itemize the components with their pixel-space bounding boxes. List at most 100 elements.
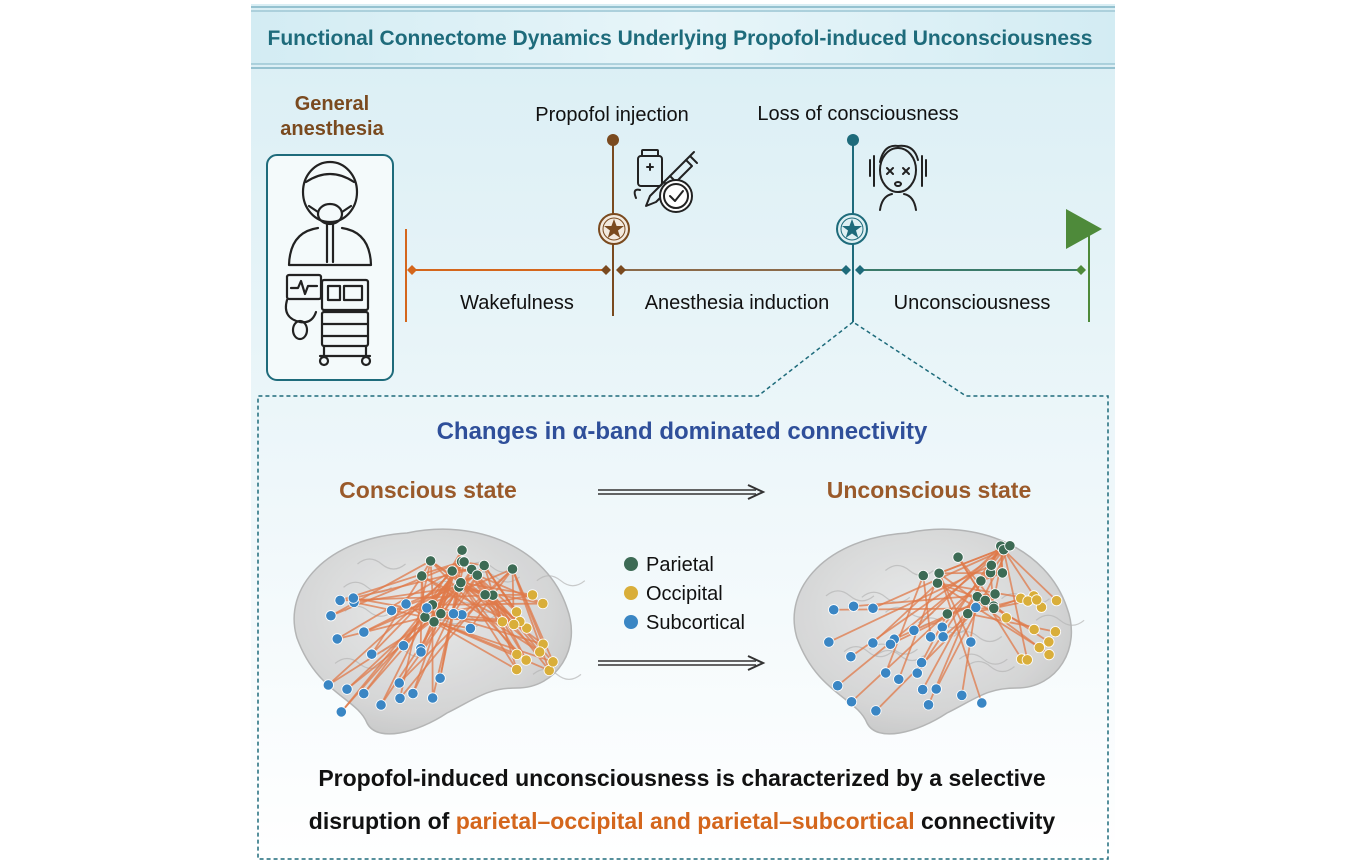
connectivity-heading: Changes in α-band dominated connectivity xyxy=(437,418,928,445)
occipital-node xyxy=(508,618,520,631)
subcortical-node xyxy=(341,683,353,695)
parietal-node xyxy=(988,602,1000,614)
transition-arrow-bottom xyxy=(598,655,766,671)
connectivity-edge xyxy=(967,612,1056,633)
subcortical-node xyxy=(400,598,412,610)
subcortical-node xyxy=(956,689,968,701)
title-band: Functional Connectome Dynamics Underlyin… xyxy=(251,6,1115,69)
region-legend: Parietal Occipital Subcortical xyxy=(624,554,745,634)
parietal-node xyxy=(458,556,470,568)
subcortical-node xyxy=(335,706,347,718)
subcortical-node xyxy=(845,651,857,663)
connectivity-edge xyxy=(1003,549,1058,602)
parietal-node xyxy=(989,588,1001,600)
transition-arrow-top xyxy=(598,484,766,500)
connectivity-edge xyxy=(993,605,1050,643)
phase-bracket-unconsciousness xyxy=(855,265,1086,275)
subcortical-node xyxy=(828,604,840,616)
occipital-node xyxy=(537,597,549,610)
parietal-node xyxy=(941,608,953,620)
legend-swatch-subcortical xyxy=(624,615,638,629)
connectivity-edge xyxy=(339,560,462,602)
occipital-node xyxy=(547,656,559,668)
connectivity-edge xyxy=(938,572,983,704)
occipital-node xyxy=(1000,612,1012,624)
connectivity-edge xyxy=(337,616,426,640)
occipital-node xyxy=(1049,626,1062,638)
brain-gyrus-texture xyxy=(843,646,893,658)
parietal-node xyxy=(996,567,1009,579)
unconsciousness-label: Unconsciousness xyxy=(894,292,1051,314)
parietal-node xyxy=(456,544,468,556)
subcortical-node xyxy=(823,636,835,648)
legend-label-parietal: Parietal xyxy=(646,554,714,576)
subcortical-node xyxy=(366,648,378,660)
anesthesia-induction-label: Anesthesia induction xyxy=(645,292,830,314)
subcortical-node xyxy=(832,680,844,692)
subcortical-node xyxy=(870,705,882,717)
brain-gyrus-texture xyxy=(825,590,875,602)
brain-gyrus-texture xyxy=(1035,614,1085,626)
connectivity-edge xyxy=(419,575,423,649)
propofol-event-dot xyxy=(607,134,619,146)
zoom-connector xyxy=(257,321,1109,860)
brain-gyrus-texture xyxy=(536,575,586,587)
wakefulness-label: Wakefulness xyxy=(460,292,574,314)
subcortical-node xyxy=(893,673,905,685)
conclusion-line2: disruption of parietal–occipital and par… xyxy=(309,808,1056,834)
subcortical-node xyxy=(447,608,460,620)
connectivity-edge xyxy=(937,582,1040,649)
brain-gyrus-texture xyxy=(357,558,406,570)
parietal-node xyxy=(952,551,964,563)
connectivity-edge xyxy=(327,561,465,686)
occipital-node xyxy=(526,589,539,601)
connectivity-edge xyxy=(363,568,513,633)
unconscious-person-icon xyxy=(869,144,927,211)
subcortical-node xyxy=(937,631,949,643)
connectivity-edge xyxy=(380,616,426,706)
propofol-star-marker xyxy=(598,213,630,245)
conclusion-line1: Propofol-induced unconsciousness is char… xyxy=(318,765,1045,791)
timeline: Propofol injection Loss of consciousness… xyxy=(405,103,1102,322)
occipital-node xyxy=(511,663,523,676)
loss-of-consciousness-label: Loss of consciousness xyxy=(757,103,958,125)
subcortical-node xyxy=(924,631,937,643)
occipital-node xyxy=(496,616,508,628)
parietal-node xyxy=(917,569,929,582)
subcortical-node xyxy=(358,626,370,638)
parietal-node xyxy=(931,577,944,589)
anesthesia-panel xyxy=(266,154,394,381)
subcortical-node xyxy=(908,624,920,636)
subcortical-node xyxy=(325,610,337,622)
connectivity-edge xyxy=(346,613,442,690)
unconscious-brain-network xyxy=(793,528,1085,735)
connectivity-edge xyxy=(935,545,1011,690)
occipital-node xyxy=(1031,594,1043,606)
subcortical-node xyxy=(976,697,988,709)
subcortical-node xyxy=(930,683,942,695)
subcortical-node xyxy=(375,699,387,711)
parietal-node xyxy=(416,570,428,582)
conclusion-highlight: parietal–occipital and parietal–subcorti… xyxy=(456,808,915,834)
occipital-node xyxy=(1033,641,1045,654)
parietal-node xyxy=(471,569,483,581)
parietal-node xyxy=(479,589,491,601)
occipital-node xyxy=(1021,654,1033,666)
brain-gyrus-texture xyxy=(966,660,1015,673)
conclusion-suffix: connectivity xyxy=(915,808,1056,834)
subcortical-node xyxy=(911,667,923,679)
subcortical-node xyxy=(965,636,977,648)
occipital-node xyxy=(511,648,523,660)
patient-with-anesthesia-machine-icon xyxy=(284,160,373,367)
connectivity-edge xyxy=(398,564,485,684)
parietal-node xyxy=(985,559,997,571)
subcortical-node xyxy=(421,602,433,614)
general-anesthesia-label-line2: anesthesia xyxy=(280,118,384,140)
subcortical-node xyxy=(845,696,858,708)
subcortical-node xyxy=(334,594,346,607)
connectivity-edge xyxy=(469,594,494,629)
connectivity-edge xyxy=(327,612,442,686)
subcortical-node xyxy=(347,592,359,604)
parietal-node xyxy=(1004,540,1016,552)
occipital-node xyxy=(1050,595,1063,607)
